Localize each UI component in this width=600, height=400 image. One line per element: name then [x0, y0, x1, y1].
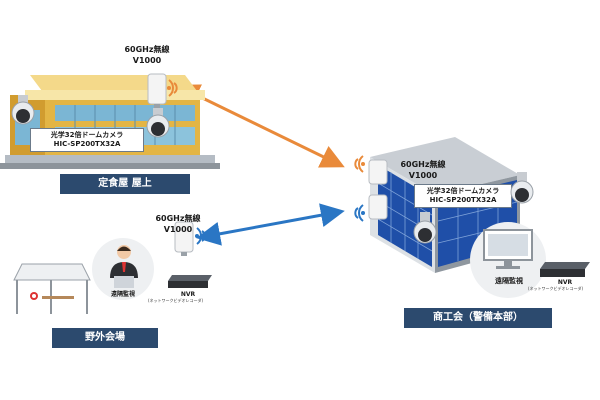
wifi-icon	[167, 79, 178, 97]
wireless-radio-icon	[368, 194, 388, 220]
restaurant-wireless-line2: V1000	[132, 56, 162, 65]
outdoor-wireless-line1: 60GHz無線	[155, 214, 201, 223]
dome-camera-icon	[11, 95, 35, 125]
wifi-icon	[354, 204, 365, 222]
hq-monitor-label: 遠隔監視	[495, 277, 523, 285]
restaurant-site-label: 定食屋 屋上	[60, 174, 190, 194]
dome-camera-icon	[510, 172, 534, 204]
wireless-radio-icon	[174, 221, 194, 256]
monitor-icon	[483, 229, 533, 269]
hq-wireless-line1: 60GHz無線	[400, 160, 446, 169]
nvr-icon	[540, 262, 590, 277]
hq-nvr-label: NVR	[557, 279, 573, 286]
outdoor-nvr-label: NVR	[180, 291, 196, 298]
restaurant-camera-model-number: HIC-SP200TX32A	[53, 140, 121, 148]
hq-wireless-line2: V1000	[408, 171, 438, 180]
wifi-icon	[195, 227, 206, 245]
hq-site-label: 商工会（警備本部）	[404, 308, 552, 328]
link-outdoor-hq	[196, 203, 345, 246]
restaurant-wireless-line1: 60GHz無線	[124, 45, 170, 54]
wireless-radio-icon	[147, 73, 167, 108]
hq-camera-label: 光学32倍ドームカメラ HIC-SP200TX32A	[414, 184, 512, 208]
outdoor-site-label: 野外会場	[52, 328, 158, 348]
wireless-radio-icon	[368, 159, 388, 185]
hq-nvr-sub: (ネットワークビデオレコーダ)	[528, 286, 584, 291]
hq-camera-model-name: 光学32倍ドームカメラ	[426, 187, 500, 195]
tent-icon	[13, 263, 91, 314]
outdoor-wireless-line2: V1000	[163, 225, 193, 234]
restaurant-camera-model-name: 光学32倍ドームカメラ	[50, 131, 124, 139]
outdoor-monitor-label: 遠隔監視	[110, 291, 135, 298]
dome-camera-icon	[413, 212, 437, 244]
nvr-icon	[168, 275, 212, 288]
link-restaurant-hq	[175, 84, 345, 168]
outdoor-nvr-sub: (ネットワークビデオレコーダ)	[148, 298, 204, 303]
hq-camera-model-number: HIC-SP200TX32A	[429, 196, 497, 204]
dome-camera-icon	[146, 108, 170, 138]
restaurant-camera-label: 光学32倍ドームカメラ HIC-SP200TX32A	[30, 128, 144, 152]
wifi-icon	[354, 155, 365, 173]
person-icon	[110, 245, 138, 288]
